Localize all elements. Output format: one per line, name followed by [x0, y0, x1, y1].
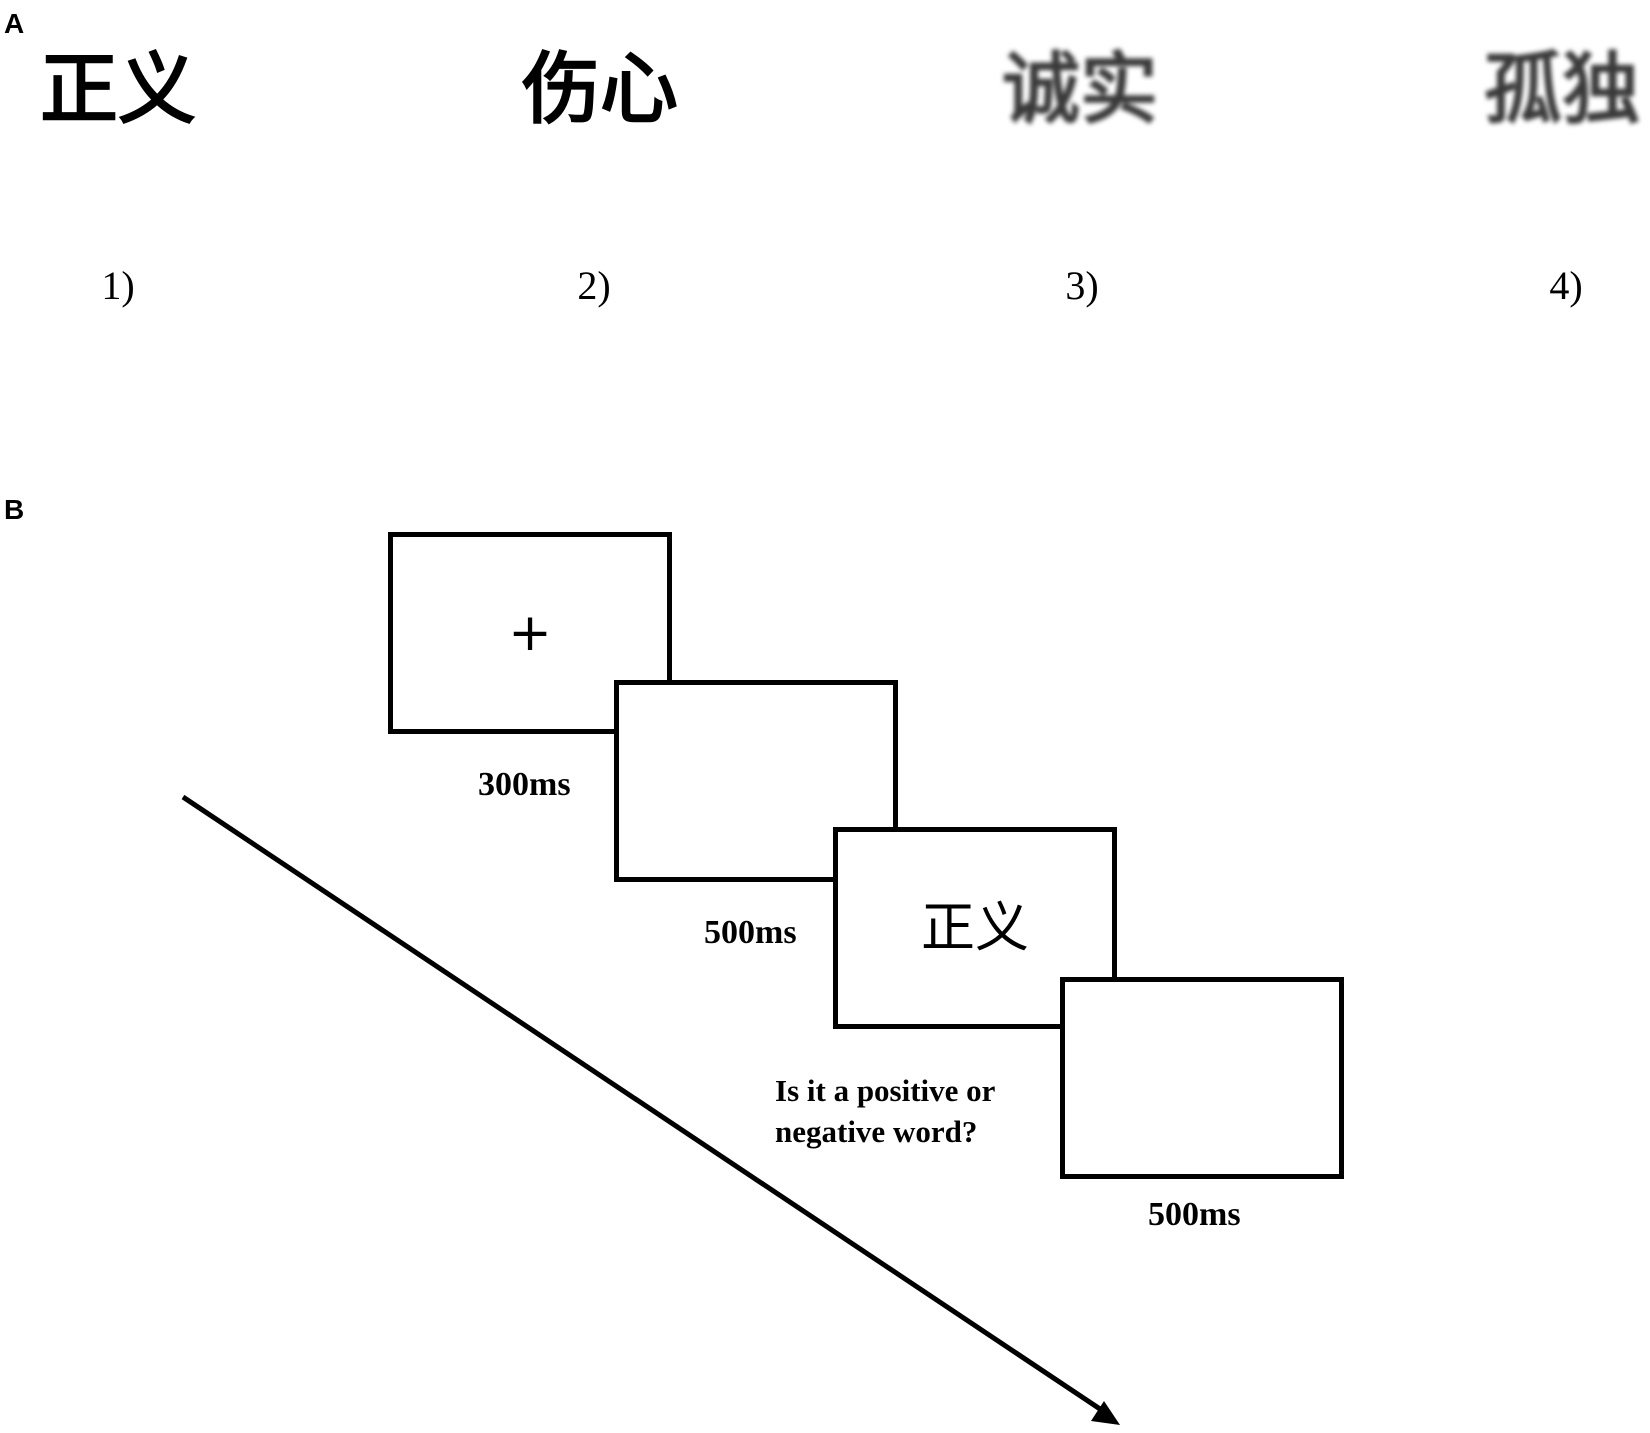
- time-arrow-line: [181, 794, 1108, 1416]
- panel-label-a: A: [4, 8, 25, 39]
- target-word: 正义: [921, 896, 1029, 959]
- stimulus-word-4: 孤独: [1484, 45, 1641, 135]
- duration-blank-1: 500ms: [704, 914, 797, 951]
- stimulus-word-1: 正义: [40, 45, 197, 135]
- duration-fixation: 300ms: [478, 766, 571, 803]
- time-arrow-head: [1091, 1401, 1120, 1425]
- stimulus-number-4: 4): [1549, 263, 1583, 308]
- panel-label-b: B: [4, 494, 25, 525]
- stimulus-word-2: 伤心: [522, 45, 679, 135]
- stimulus-number-3: 3): [1065, 263, 1099, 308]
- screen-blank-2: [1060, 977, 1344, 1179]
- duration-blank-2: 500ms: [1148, 1196, 1241, 1233]
- fixation-cross: +: [508, 603, 552, 663]
- stimulus-number-1: 1): [101, 263, 135, 308]
- task-question: Is it a positive or negative word?: [775, 1073, 995, 1149]
- stimulus-word-3: 诚实: [1002, 45, 1159, 135]
- stimulus-number-2: 2): [577, 263, 611, 308]
